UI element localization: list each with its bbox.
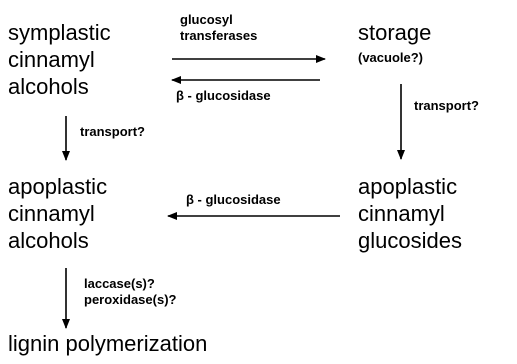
node-line: apoplastic xyxy=(358,174,458,199)
node-line: alcohols xyxy=(8,228,89,253)
beta-glucosidase-mid-label: β - glucosidase xyxy=(186,192,281,207)
symplastic-cinnamyl-alcohols-node: symplastic cinnamyl alcohols xyxy=(8,19,111,100)
node-line: symplastic xyxy=(8,20,111,45)
glucosyl-transferases-label: glucosyl transferases xyxy=(180,12,258,43)
lignin-polymerization-node: lignin polymerization xyxy=(8,331,208,356)
transport-left-label: transport? xyxy=(80,124,145,139)
node-line: cinnamyl xyxy=(8,201,95,226)
storage-node: storage xyxy=(358,19,431,46)
node-line: cinnamyl xyxy=(358,201,445,226)
beta-glucosidase-top-label: β - glucosidase xyxy=(176,88,271,103)
node-line: alcohols xyxy=(8,74,89,99)
node-line: apoplastic xyxy=(8,174,108,199)
oxidases-label: laccase(s)? peroxidase(s)? xyxy=(84,276,177,307)
storage-vacuole-note: (vacuole?) xyxy=(358,50,424,65)
storage-label: storage xyxy=(358,20,432,45)
apoplastic-cinnamyl-alcohols-node: apoplastic cinnamyl alcohols xyxy=(8,173,107,254)
node-line: cinnamyl xyxy=(8,47,95,72)
apoplastic-cinnamyl-glucosides-node: apoplastic cinnamyl glucosides xyxy=(358,173,462,254)
node-line: glucosides xyxy=(358,228,462,253)
transport-right-label: transport? xyxy=(414,98,479,113)
